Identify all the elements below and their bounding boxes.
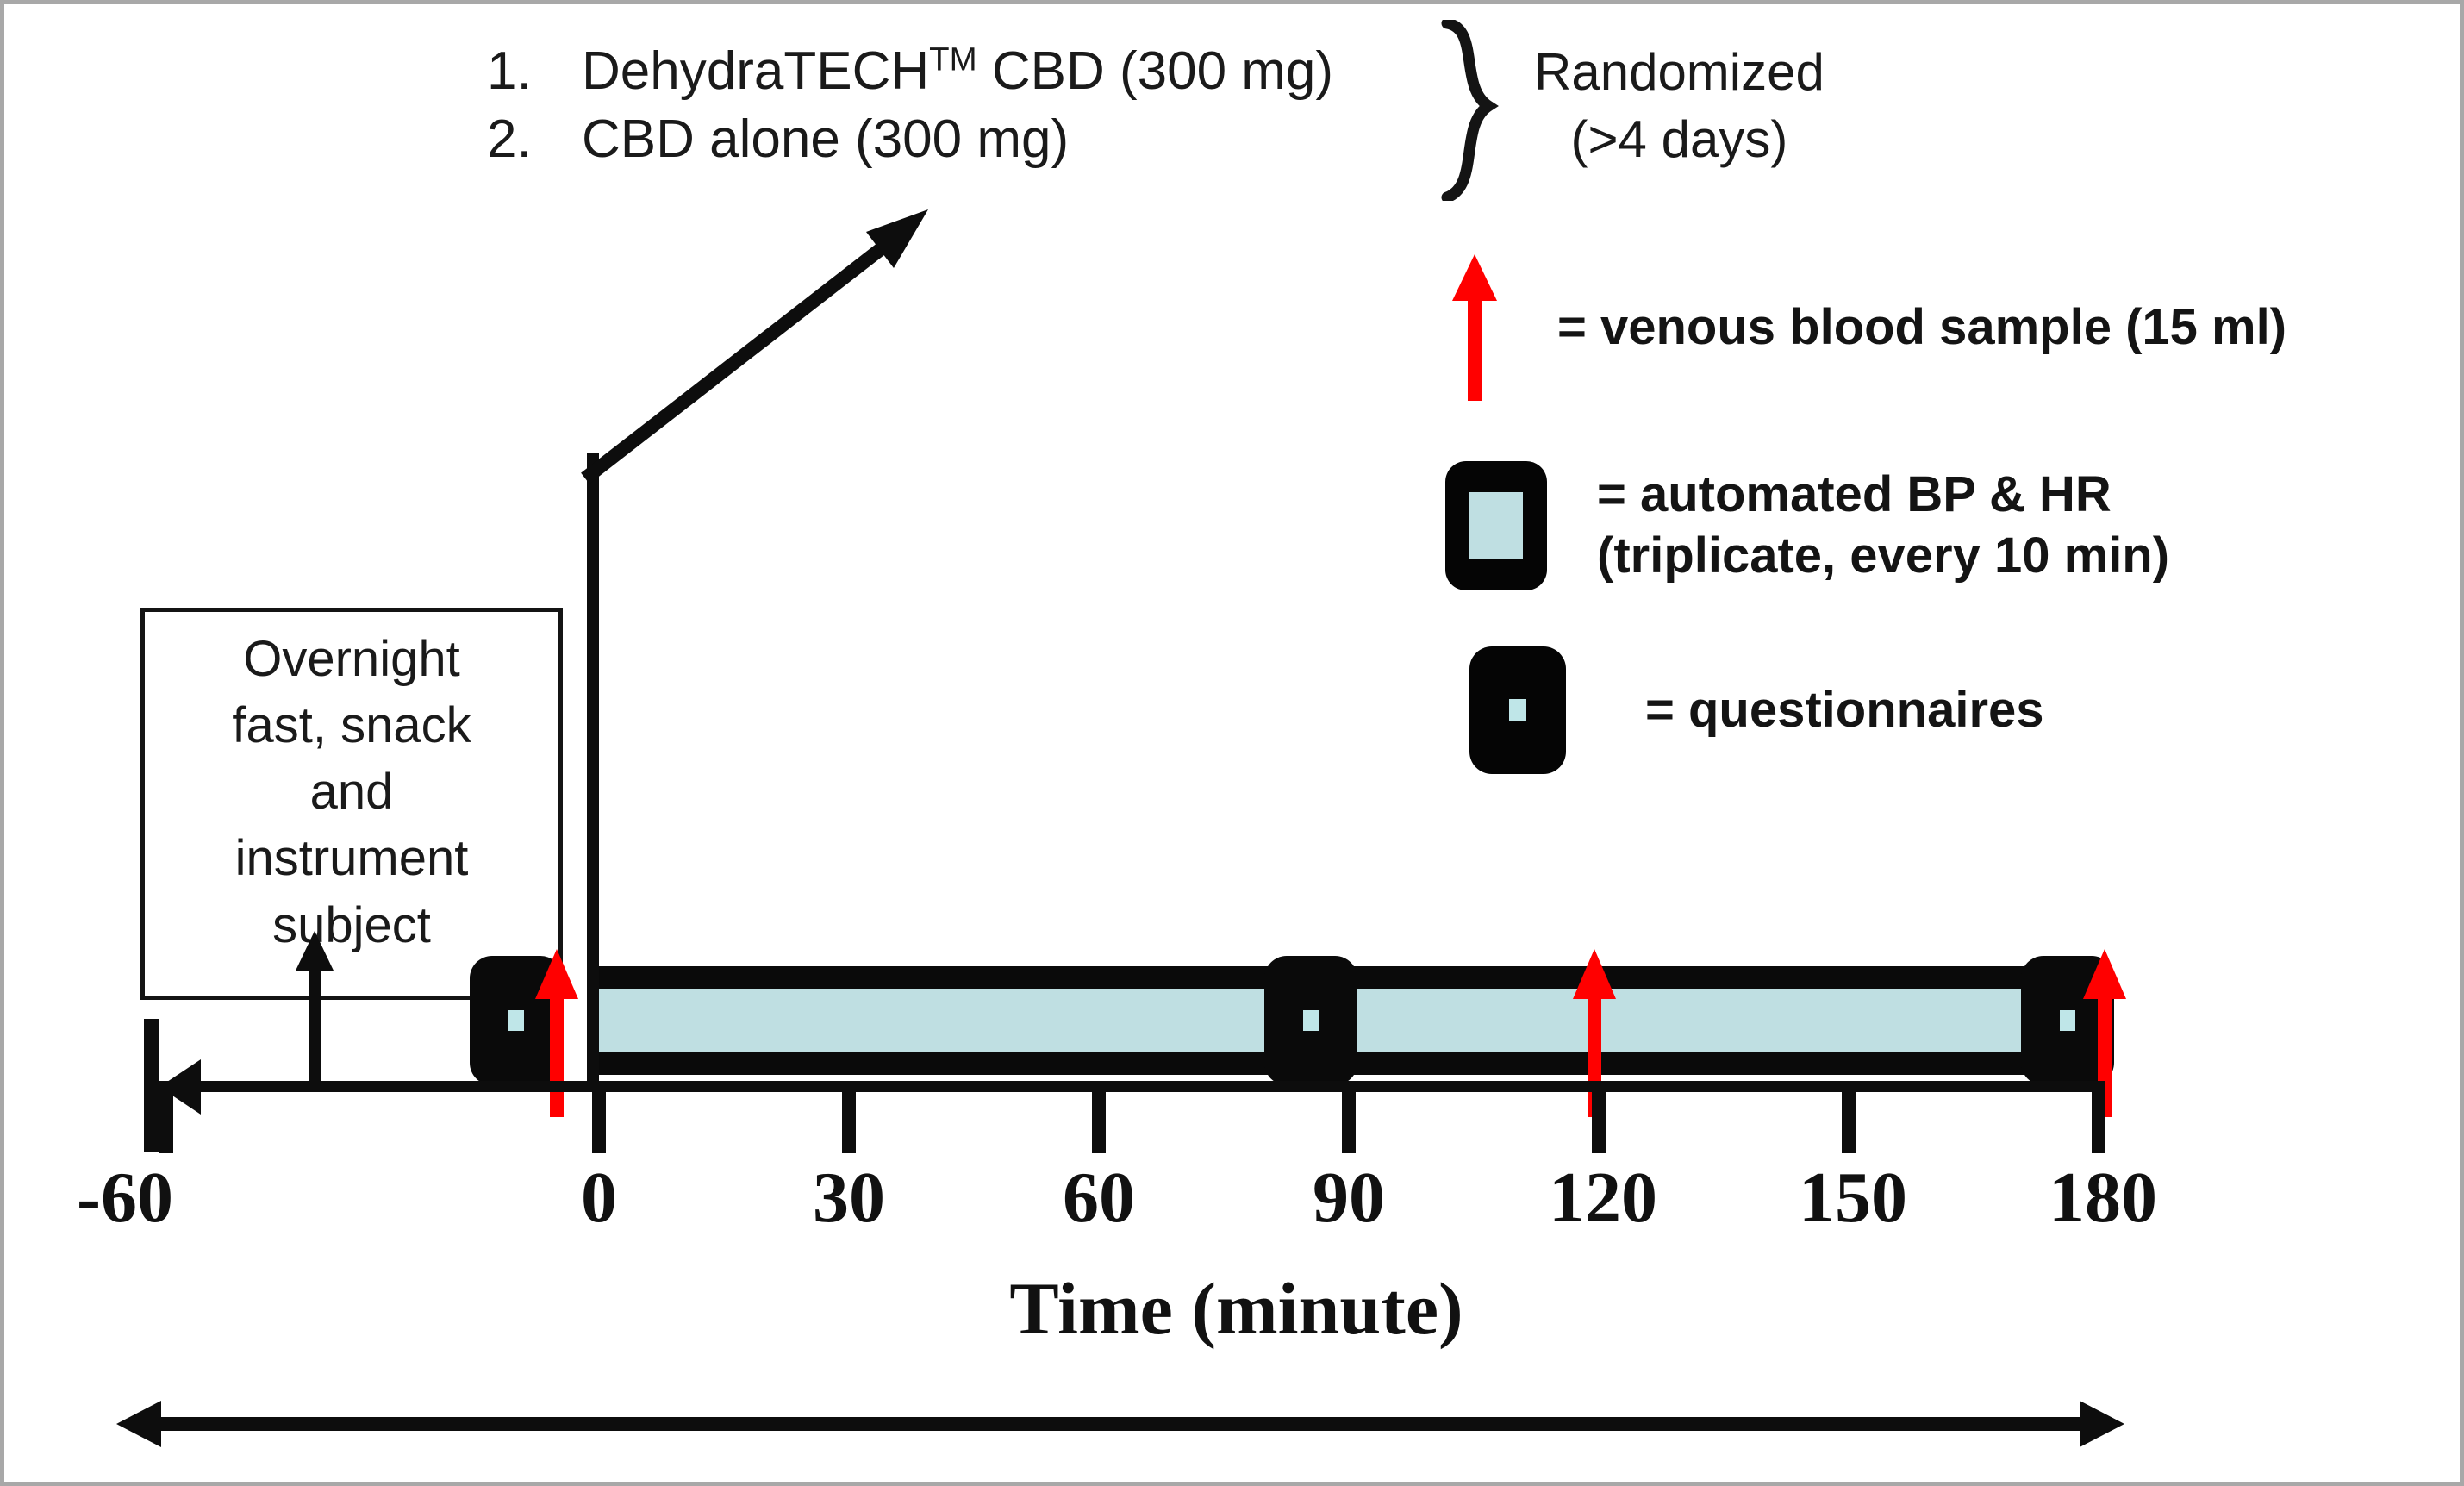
axis-tick-0	[592, 1081, 606, 1153]
preparation-line-5: subject	[272, 896, 431, 953]
questionnaire-marker-mid	[1264, 956, 1357, 1085]
axis-tick-label-120: 120	[1549, 1158, 1657, 1238]
questionnaire-marker-pre-dose	[470, 956, 563, 1085]
questionnaire-marker-screen	[2060, 1010, 2075, 1031]
treatment-item-1: 1. DehydraTECHTM CBD (300 mg)	[487, 37, 1461, 105]
legend-item-questionnaires: = questionnaires	[1469, 646, 2044, 774]
bp-monitor-icon	[1445, 461, 1547, 590]
axis-tick-label-0: 0	[581, 1158, 617, 1238]
axis-tick-90	[1342, 1081, 1356, 1153]
axis-tick-label--60: -60	[77, 1158, 173, 1238]
axis-tick-150	[1842, 1081, 1856, 1153]
bphr-segment-1-fill	[599, 989, 1282, 1052]
treatment-number: 1.	[487, 41, 532, 101]
axis-title: Time (minute)	[1009, 1267, 1463, 1350]
axis-tick--60	[159, 1081, 173, 1153]
axis-tick-30	[842, 1081, 856, 1153]
questionnaire-marker-screen	[508, 1010, 524, 1031]
legend-label-bp-hr-line-2: (triplicate, every 10 min)	[1597, 528, 2170, 584]
randomization-line-2: (>4 days)	[1570, 110, 1788, 168]
treatment-label-main: DehydraTECH	[582, 41, 930, 101]
randomization-note: Randomized (>4 days)	[1534, 39, 1825, 173]
treatment-number: 2.	[487, 109, 532, 170]
blood-sample-marker-0min	[535, 949, 578, 1117]
bphr-segment-1	[599, 966, 1282, 1075]
treatment-label: CBD alone (300 mg)	[582, 109, 1070, 170]
time-axis-line	[149, 1081, 2099, 1092]
legend-label-bp-hr-line-1: = automated BP & HR	[1597, 466, 2112, 523]
treatment-label-dose: CBD (300 mg)	[976, 41, 1334, 101]
questionnaire-icon	[1469, 646, 1566, 774]
legend-label-questionnaires: = questionnaires	[1645, 681, 2044, 738]
study-duration-span-arrow-icon	[116, 1401, 2124, 1447]
preparation-pointer-arrow-icon	[296, 931, 334, 1090]
blood-sample-marker-180min	[2083, 949, 2126, 1117]
dosing-riser-line	[587, 453, 599, 1090]
randomization-line-1: Randomized	[1534, 43, 1825, 101]
trademark-superscript: TM	[929, 41, 977, 78]
preparation-box-text: Overnight fast, snack and instrument sub…	[232, 626, 471, 958]
axis-tick-label-180: 180	[2049, 1158, 2157, 1238]
axis-tick-180	[2092, 1081, 2105, 1153]
curly-brace-icon	[1441, 20, 1499, 201]
blood-sample-marker-120min	[1573, 949, 1616, 1117]
preparation-line-4: instrument	[234, 830, 469, 887]
red-up-arrow-icon	[1452, 254, 1497, 401]
axis-tick-label-90: 90	[1313, 1158, 1385, 1238]
axis-tick-120	[1592, 1081, 1606, 1153]
questionnaire-marker-screen	[1303, 1010, 1319, 1031]
preparation-line-2: fast, snack	[232, 697, 471, 754]
axis-tick-label-150: 150	[1799, 1158, 1907, 1238]
axis-tick-label-60: 60	[1063, 1158, 1135, 1238]
axis-tick-label-30: 30	[813, 1158, 885, 1238]
legend-label-bp-hr: = automated BP & HR (triplicate, every 1…	[1597, 465, 2169, 587]
treatment-item-2: 2. CBD alone (300 mg)	[487, 105, 1461, 173]
treatment-label: DehydraTECHTM CBD (300 mg)	[582, 37, 1333, 105]
axis-tick-60	[1092, 1081, 1106, 1153]
questionnaire-screen	[1509, 699, 1526, 721]
bphr-segment-2	[1349, 966, 2038, 1075]
legend-item-bp-hr: = automated BP & HR (triplicate, every 1…	[1445, 461, 2169, 590]
treatment-list: 1. DehydraTECHTM CBD (300 mg) 2. CBD alo…	[487, 37, 1461, 174]
preparation-box: Overnight fast, snack and instrument sub…	[140, 608, 563, 1000]
bphr-segment-2-fill	[1349, 989, 2038, 1052]
preparation-line-3: and	[309, 764, 394, 821]
preparation-line-1: Overnight	[243, 631, 460, 687]
legend-label-blood-sample: = venous blood sample (15 ml)	[1557, 298, 2287, 355]
dosing-arrow-icon	[581, 209, 928, 484]
legend-item-blood-sample: = venous blood sample (15 ml)	[1452, 254, 2286, 401]
bp-monitor-screen	[1469, 492, 1523, 559]
